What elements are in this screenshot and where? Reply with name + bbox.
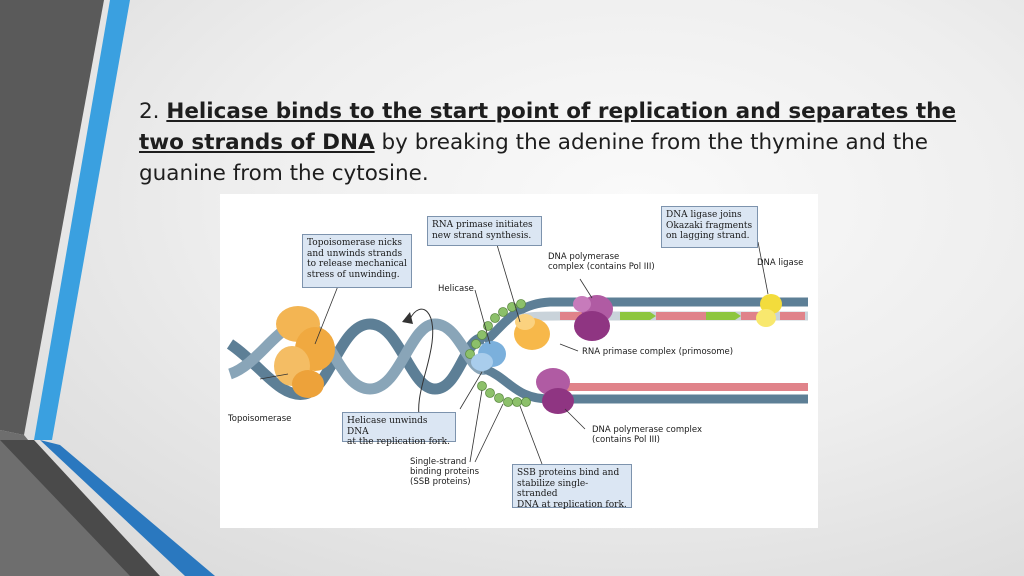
blue-stripe xyxy=(34,0,130,440)
slide-decoration xyxy=(0,0,215,576)
rna-primase-callout: RNA primase initiates new strand synthes… xyxy=(427,216,542,246)
helix-strand-a xyxy=(226,318,487,400)
fragment-3 xyxy=(741,312,766,320)
primer-1 xyxy=(620,312,656,320)
primase-protein xyxy=(514,314,550,350)
rna-primase-complex-label: RNA primase complex (primosome) xyxy=(582,347,734,357)
heading-emphasis: Helicase binds to the start point of rep… xyxy=(139,99,957,155)
rotation-arrow xyxy=(409,308,434,425)
helicase-protein xyxy=(471,341,506,371)
polymerase-bottom-protein xyxy=(536,368,574,414)
helicase-callout: Helicase unwinds DNA at the replication … xyxy=(342,412,456,447)
topoisomerase-label: Topoisomerase xyxy=(228,414,292,424)
fragment-2 xyxy=(656,312,706,320)
ligase-protein xyxy=(756,294,782,327)
dark-diagonal-stripe xyxy=(0,440,160,576)
dna-polymerase-top-label: DNA polymerase complex (contains Pol III… xyxy=(548,252,655,272)
dna-double-helix xyxy=(226,318,487,400)
ssb-proteins-label: Single-strand binding proteins (SSB prot… xyxy=(410,457,480,487)
dna-ligase-callout: DNA ligase joins Okazaki fragments on la… xyxy=(661,206,758,248)
primer-2 xyxy=(706,312,741,320)
dark-gray-stripe xyxy=(0,0,104,435)
rotation-arrowhead xyxy=(402,312,413,324)
topoisomerase-callout: Topoisomerase nicks and unwinds strands … xyxy=(302,234,412,288)
helicase-label: Helicase xyxy=(438,284,474,294)
dna-ligase-label: DNA ligase xyxy=(757,258,804,268)
replication-diagram xyxy=(226,237,808,465)
leader-lines xyxy=(259,237,769,465)
heading-number: 2. xyxy=(139,99,167,124)
blue-diagonal-stripe xyxy=(40,440,215,576)
dna-replication-figure: Topoisomerase nicks and unwinds strands … xyxy=(220,194,818,528)
polymerase-top-protein xyxy=(573,295,613,341)
topoisomerase-protein xyxy=(274,306,335,398)
fragment-4 xyxy=(780,312,805,320)
dna-polymerase-bottom-label: DNA polymerase complex (contains Pol III… xyxy=(592,425,703,445)
heading-rest: by breaking the adenine from the thymine… xyxy=(139,130,929,186)
slide-heading: 2. Helicase binds to the start point of … xyxy=(139,96,969,189)
leading-parental-strand xyxy=(481,297,808,346)
ssb-callout: SSB proteins bind and stabilize single-s… xyxy=(512,464,632,510)
